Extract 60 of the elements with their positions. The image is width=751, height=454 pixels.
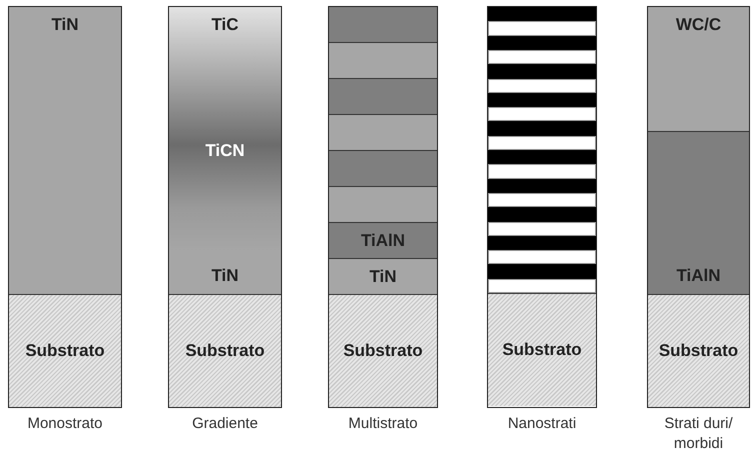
coating-layer bbox=[488, 164, 596, 179]
coating-layer bbox=[169, 7, 281, 294]
layer-label: TiN bbox=[51, 15, 79, 35]
coating-layer bbox=[488, 250, 596, 264]
column-caption: Nanostrati bbox=[506, 414, 578, 434]
coating-layer bbox=[329, 258, 437, 294]
layer-label: Substrato bbox=[25, 341, 105, 361]
coating-layer bbox=[329, 186, 437, 222]
coating-layer bbox=[329, 114, 437, 150]
substrate-layer bbox=[169, 294, 281, 407]
coating-layer bbox=[329, 78, 437, 114]
column-caption: Gradiente bbox=[191, 414, 259, 434]
coating-layer bbox=[329, 222, 437, 258]
coating-layer bbox=[488, 264, 596, 279]
coating-layer bbox=[9, 7, 121, 294]
coating-layer bbox=[488, 64, 596, 79]
layer-label: TiC bbox=[211, 15, 239, 35]
coating-layer bbox=[329, 42, 437, 78]
layer-label: Substrato bbox=[658, 341, 738, 361]
layer-label: Substrato bbox=[343, 341, 423, 361]
coating-column bbox=[647, 6, 750, 408]
coating-layer bbox=[329, 7, 437, 42]
substrate-layer bbox=[329, 294, 437, 407]
coating-column bbox=[8, 6, 122, 408]
coating-layer bbox=[488, 222, 596, 236]
column-caption: Monostrato bbox=[26, 414, 104, 434]
layer-label: Substrato bbox=[185, 341, 265, 361]
layer-label: TiAlN bbox=[360, 230, 406, 250]
coating-layer bbox=[488, 79, 596, 93]
coating-layer bbox=[488, 136, 596, 150]
coating-layer bbox=[488, 121, 596, 136]
coating-layer bbox=[488, 21, 596, 36]
layer-label: Substrato bbox=[502, 340, 582, 360]
coating-layer bbox=[488, 179, 596, 193]
layer-label: TiAlN bbox=[676, 266, 721, 286]
coating-layer bbox=[488, 279, 596, 293]
layer-label: WC/C bbox=[676, 15, 722, 35]
layer-label: TiN bbox=[369, 266, 397, 286]
coating-layer bbox=[488, 93, 596, 107]
coating-layer bbox=[488, 150, 596, 164]
coating-layer bbox=[488, 207, 596, 222]
coating-layer bbox=[488, 36, 596, 50]
coating-layer bbox=[648, 7, 749, 132]
coating-layer bbox=[648, 131, 749, 294]
coating-layer bbox=[488, 236, 596, 250]
coating-column bbox=[168, 6, 282, 408]
substrate-layer bbox=[648, 294, 749, 407]
column-caption: Strati duri/ morbidi bbox=[663, 414, 734, 454]
coating-layer bbox=[329, 150, 437, 186]
substrate-layer bbox=[488, 293, 596, 406]
coating-layer bbox=[488, 107, 596, 121]
layer-label: TiCN bbox=[205, 140, 245, 160]
coating-layer bbox=[488, 50, 596, 64]
coating-layer bbox=[488, 193, 596, 207]
column-caption: Multistrato bbox=[347, 414, 419, 434]
coating-column bbox=[328, 6, 438, 408]
layer-label: TiN bbox=[211, 266, 239, 286]
coating-layer bbox=[488, 7, 596, 21]
coating-column bbox=[487, 6, 597, 408]
substrate-layer bbox=[9, 294, 121, 407]
